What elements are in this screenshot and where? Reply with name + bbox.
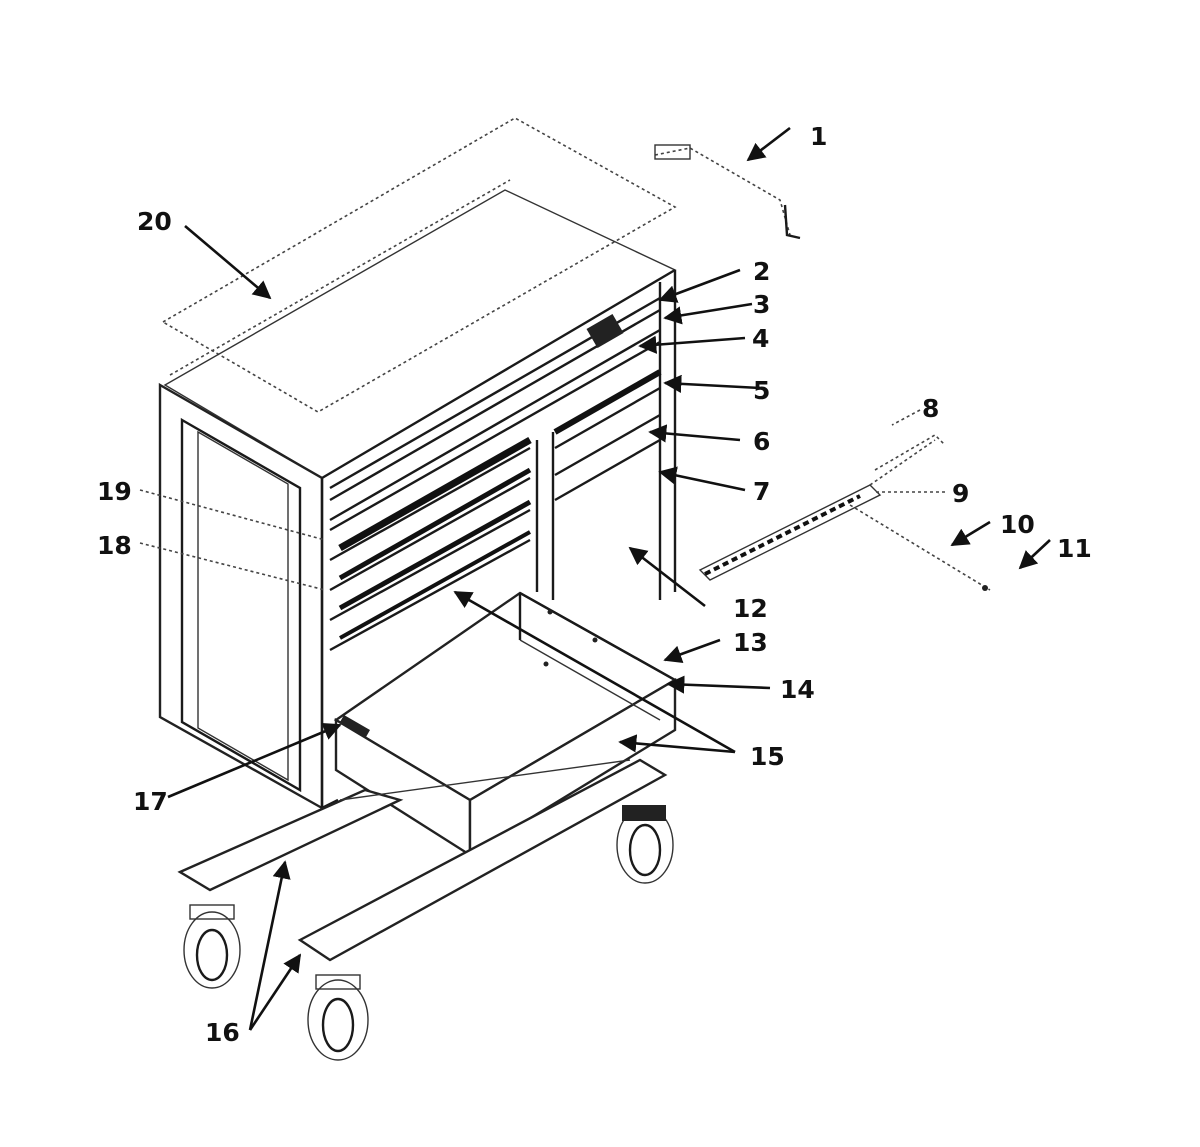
caster-front-left — [183, 904, 241, 989]
caster-rear — [616, 805, 674, 884]
callout-12: 12 — [733, 594, 768, 623]
drawer-slide — [698, 433, 991, 591]
callout-2: 2 — [753, 257, 770, 286]
callout-20: 20 — [137, 207, 172, 236]
callout-13: 13 — [733, 628, 768, 657]
callout-19: 19 — [97, 477, 132, 506]
callout-7: 7 — [753, 477, 770, 506]
callout-5: 5 — [753, 376, 770, 405]
callout-14: 14 — [780, 675, 815, 704]
callout-8: 8 — [922, 394, 939, 423]
callout-15: 15 — [750, 742, 785, 771]
lock-bracket — [654, 144, 801, 240]
callout-10: 10 — [1000, 510, 1035, 539]
top-mat — [161, 117, 677, 413]
callout-1: 1 — [810, 122, 827, 151]
callout-18: 18 — [97, 531, 132, 560]
callout-11: 11 — [1057, 534, 1092, 563]
callout-labels: 1 2 3 4 5 6 7 8 9 10 11 12 13 14 15 16 1… — [97, 122, 1092, 1047]
callout-17: 17 — [133, 787, 168, 816]
callout-3: 3 — [753, 290, 770, 319]
callout-16: 16 — [205, 1018, 240, 1047]
leader-lines — [139, 126, 1051, 1031]
callout-6: 6 — [753, 427, 770, 456]
drawer-fronts — [329, 296, 662, 652]
callout-9: 9 — [952, 479, 969, 508]
base-rails — [177, 758, 668, 962]
side-panel — [158, 382, 324, 811]
callout-4: 4 — [752, 324, 769, 353]
caster-front-right — [307, 974, 369, 1061]
